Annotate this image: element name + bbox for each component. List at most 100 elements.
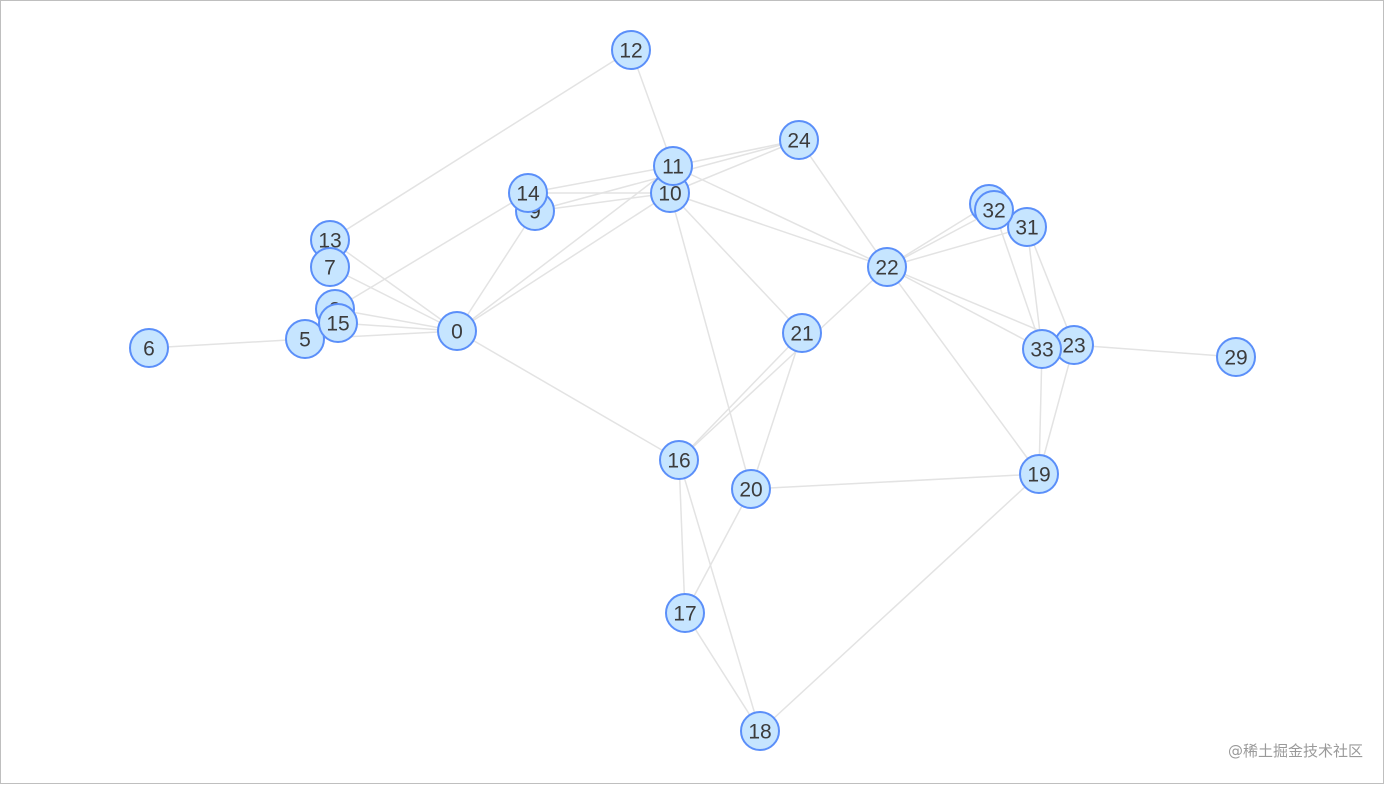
node-label: 31 — [1015, 217, 1038, 240]
edge-19-33 — [1038, 348, 1043, 475]
edge-18-19 — [759, 473, 1040, 732]
node-18[interactable]: 18 — [740, 711, 780, 751]
node-circle — [508, 173, 548, 213]
node-label: 22 — [875, 257, 898, 280]
edge-0-7 — [329, 266, 458, 332]
node-32[interactable]: 32 — [974, 190, 1014, 230]
edge-33-31 — [1026, 226, 1043, 350]
edge-10-24 — [669, 139, 800, 194]
node-33[interactable]: 33 — [1022, 329, 1062, 369]
node-circle — [1019, 454, 1059, 494]
node-label: 16 — [667, 450, 690, 473]
edge-22-32 — [886, 209, 995, 268]
edge-17-18 — [684, 612, 761, 732]
node-17[interactable]: 17 — [665, 593, 705, 633]
edge-9-10 — [534, 192, 671, 212]
edge-24-22 — [798, 139, 888, 268]
node-circle — [285, 319, 325, 359]
node-circle — [779, 120, 819, 160]
edge-23-31 — [1026, 226, 1075, 346]
node-7[interactable]: 7 — [310, 247, 350, 287]
node-5[interactable]: 5 — [285, 319, 325, 359]
edge-20-19 — [750, 473, 1040, 490]
node-circle — [731, 469, 771, 509]
node-label: 23 — [1062, 335, 1085, 358]
node-11[interactable]: 11 — [653, 146, 693, 186]
edge-11-22 — [672, 165, 888, 268]
edge-22-33 — [886, 266, 1043, 350]
edge-11-24 — [672, 139, 800, 167]
edge-14-8 — [334, 192, 529, 310]
node-label: 12 — [619, 40, 642, 63]
node-0[interactable]: 0 — [437, 311, 477, 351]
node-circle — [1022, 329, 1062, 369]
node-31[interactable]: 31 — [1007, 207, 1047, 247]
node-label: 29 — [1224, 347, 1247, 370]
node-label: 33 — [1030, 339, 1053, 362]
node-14[interactable]: 14 — [508, 173, 548, 213]
node-label: 19 — [1027, 464, 1050, 487]
edge-21-20 — [750, 332, 803, 490]
node-circle — [1216, 337, 1256, 377]
edge-0-13 — [329, 239, 458, 332]
node-12[interactable]: 12 — [611, 30, 651, 70]
node-15[interactable]: 15 — [318, 303, 358, 343]
node-label: 14 — [516, 183, 540, 206]
edge-16-18 — [678, 459, 761, 732]
edge-22-16 — [678, 266, 888, 461]
node-label: 13 — [318, 230, 341, 253]
node-label: 7 — [324, 257, 336, 280]
node-circle — [318, 303, 358, 343]
edge-22-31 — [886, 226, 1028, 268]
node-label: 20 — [739, 479, 762, 502]
node-circle — [659, 440, 699, 480]
node-circle — [653, 146, 693, 186]
node-24[interactable]: 24 — [779, 120, 819, 160]
nodes-layer: 6122429181719201621222333313032101191413… — [129, 30, 1256, 751]
node-label: 9 — [529, 201, 541, 224]
node-22[interactable]: 22 — [867, 247, 907, 287]
edge-12-13 — [329, 49, 632, 241]
node-label: 5 — [299, 329, 311, 352]
node-label: 32 — [982, 200, 1005, 223]
node-label: 10 — [658, 183, 681, 206]
edge-10-20 — [669, 192, 752, 490]
edge-0-10 — [456, 192, 671, 332]
node-label: 15 — [326, 313, 349, 336]
edge-12-11 — [630, 49, 674, 167]
edge-10-21 — [669, 192, 803, 334]
edge-21-16 — [678, 332, 803, 461]
node-circle — [1007, 207, 1047, 247]
node-circle — [782, 313, 822, 353]
node-16[interactable]: 16 — [659, 440, 699, 480]
node-label: 17 — [673, 603, 696, 626]
node-label: 18 — [748, 721, 771, 744]
edge-0-9 — [456, 210, 536, 332]
edge-0-16 — [456, 330, 680, 461]
node-label: 11 — [662, 156, 684, 179]
edges-layer — [148, 49, 1237, 732]
node-circle — [310, 247, 350, 287]
node-23[interactable]: 23 — [1054, 325, 1094, 365]
node-label: 0 — [451, 321, 463, 344]
node-circle — [974, 190, 1014, 230]
node-circle — [129, 328, 169, 368]
node-6[interactable]: 6 — [129, 328, 169, 368]
node-21[interactable]: 21 — [782, 313, 822, 353]
edge-10-22 — [669, 192, 888, 268]
edge-19-23 — [1038, 344, 1075, 475]
edge-20-17 — [684, 488, 752, 614]
node-29[interactable]: 29 — [1216, 337, 1256, 377]
watermark: @稀土掘金技术社区 — [1227, 742, 1363, 760]
node-circle — [665, 593, 705, 633]
node-20[interactable]: 20 — [731, 469, 771, 509]
edge-22-19 — [886, 266, 1040, 475]
node-circle — [437, 311, 477, 351]
edge-0-8 — [334, 308, 458, 332]
node-circle — [867, 247, 907, 287]
node-19[interactable]: 19 — [1019, 454, 1059, 494]
node-label: 24 — [787, 130, 811, 153]
node-circle — [740, 711, 780, 751]
